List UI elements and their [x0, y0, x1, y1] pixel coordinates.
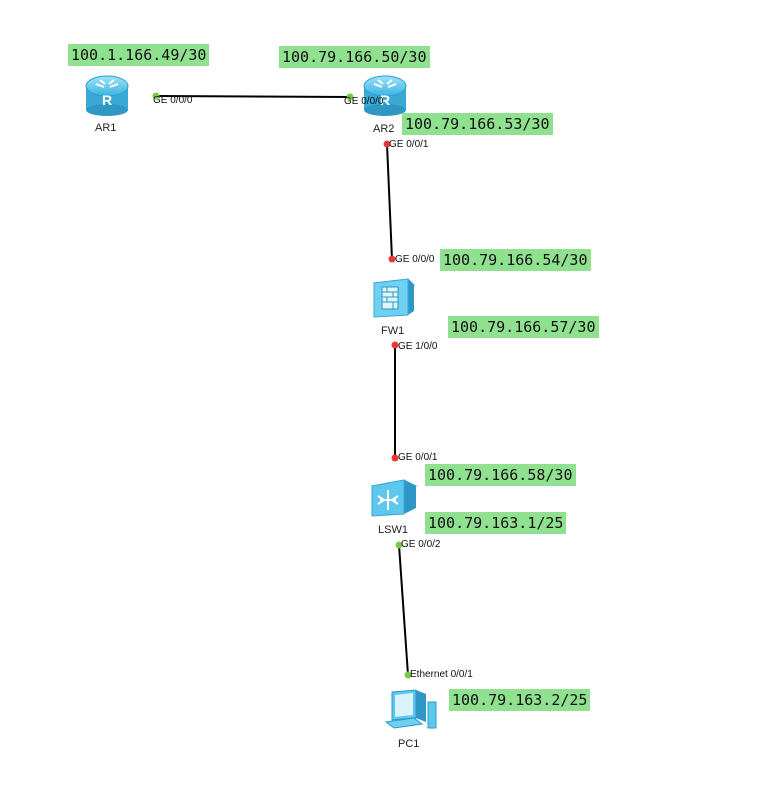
device-label-ar2: AR2: [373, 123, 395, 135]
port-label-fw1-ge000: GE 0/0/0: [395, 254, 435, 265]
svg-text:R: R: [102, 92, 112, 108]
port-label-ar1-ge000: GE 0/0/0: [153, 95, 193, 106]
router-icon: R: [85, 75, 129, 116]
device-ar2[interactable]: R: [362, 72, 408, 116]
port-dot-lsw1-ge001[interactable]: [391, 454, 399, 462]
device-lsw1[interactable]: [370, 474, 418, 518]
ip-label-pc1: 100.79.163.2/25: [449, 689, 591, 711]
port-label-ar2-ge000: GE 0/0/0: [344, 96, 384, 107]
port-dot-lsw1-ge002[interactable]: [395, 541, 403, 549]
firewall-icon: [372, 278, 416, 318]
link-ar1-ar2[interactable]: [155, 95, 351, 98]
device-fw1[interactable]: [368, 275, 416, 319]
router-icon: R: [363, 75, 407, 116]
port-dot-ar2-ge000[interactable]: [346, 93, 354, 101]
device-label-fw1: FW1: [381, 325, 405, 337]
device-label-lsw1: LSW1: [378, 524, 408, 536]
device-ar1[interactable]: R: [84, 72, 130, 116]
device-label-pc1: PC1: [398, 738, 420, 750]
port-label-fw1-ge100: GE 1/0/0: [398, 341, 438, 352]
link-ar2-fw1[interactable]: [386, 143, 393, 260]
port-label-lsw1-ge001: GE 0/0/1: [398, 452, 438, 463]
port-dot-ar2-ge001[interactable]: [383, 140, 391, 148]
port-label-lsw1-ge002: GE 0/0/2: [401, 539, 441, 550]
port-label-pc1-eth001: Ethernet 0/0/1: [410, 669, 473, 680]
ip-label-ar1: 100.1.166.49/30: [68, 44, 210, 66]
ip-label-ar2-ge000: 100.79.166.50/30: [279, 46, 430, 68]
ip-label-lsw1-ge001: 100.79.166.58/30: [425, 464, 576, 486]
ip-label-lsw1-vlan: 100.79.163.1/25: [425, 512, 567, 534]
port-dot-pc1-eth001[interactable]: [404, 671, 412, 679]
port-dot-ar1-ge000[interactable]: [152, 92, 160, 100]
ip-label-ar2-ge001: 100.79.166.53/30: [402, 113, 553, 135]
device-label-ar1: AR1: [95, 122, 117, 134]
svg-text:R: R: [380, 92, 390, 108]
ip-label-fw1-ge000: 100.79.166.54/30: [440, 249, 591, 271]
switch-icon: [370, 479, 418, 517]
device-pc1[interactable]: [382, 688, 442, 734]
link-lsw1-pc1[interactable]: [398, 544, 409, 676]
port-dot-fw1-ge100[interactable]: [391, 341, 399, 349]
port-label-ar2-ge001: GE 0/0/1: [389, 139, 429, 150]
ip-label-fw1-ge100: 100.79.166.57/30: [448, 316, 599, 338]
pc-icon: [384, 689, 437, 729]
port-dot-fw1-ge000[interactable]: [388, 255, 396, 263]
